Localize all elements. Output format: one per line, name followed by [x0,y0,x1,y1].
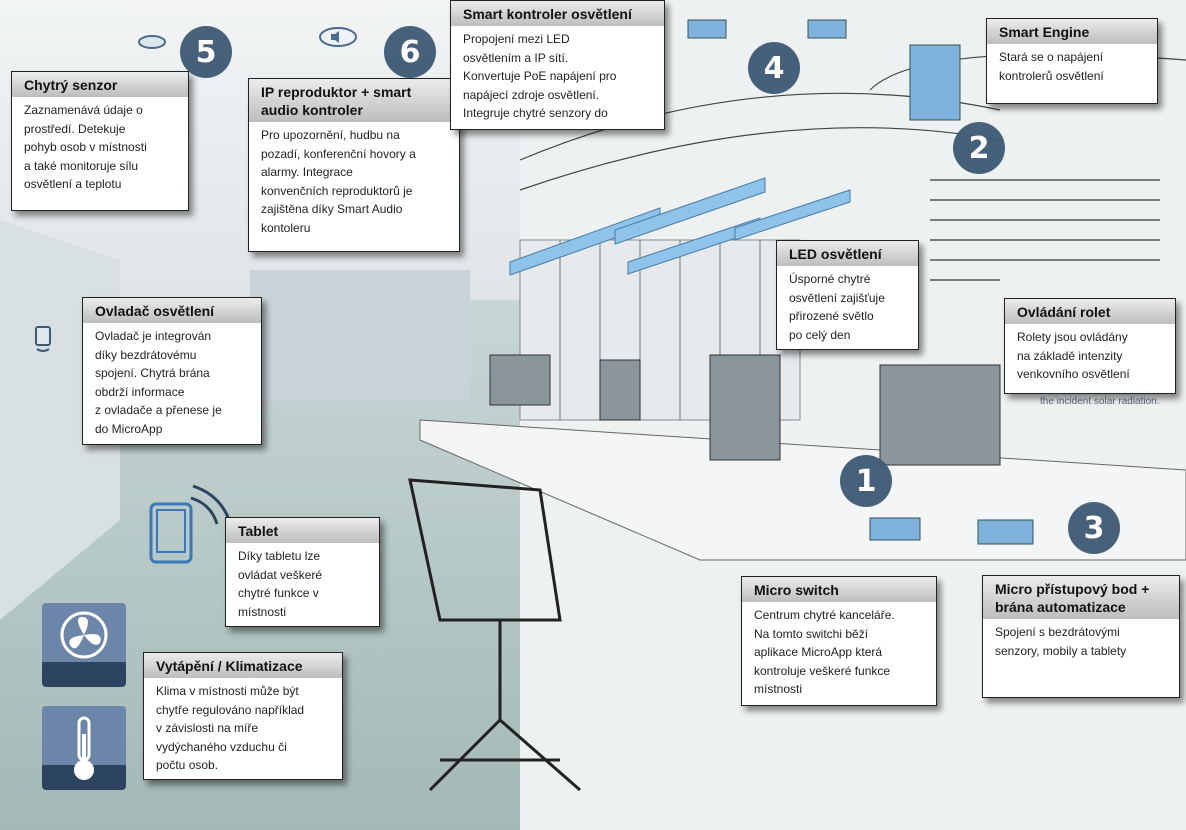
callout-title: Smart Engine [987,19,1157,44]
callout-text: Klima v místnosti může být chytře regulo… [156,684,305,772]
callout-ovladani-rolet: Ovládání rolet Rolety jsou ovládány na z… [1004,298,1176,394]
callout-led-osvetleni: LED osvětlení Úsporné chytré osvětlení z… [776,240,919,350]
callout-text: Rolety jsou ovládány na základě intenzit… [1017,330,1130,381]
callout-smart-engine: Smart Engine Stará se o napájení kontrol… [986,18,1158,104]
callout-text: Úsporné chytré osvětlení zajišťuje přiro… [789,272,885,342]
step-3-badge: 3 [1068,502,1120,554]
callout-text: Zaznamenává údaje o prostředí. Detekuje … [24,103,147,191]
speaker-icon [319,27,357,47]
ceiling-sensor-icon [138,35,166,49]
step-5-badge: 5 [180,26,232,78]
callout-text: Propojení mezi LED osvětlením a IP sítí.… [463,32,617,120]
step-1-badge: 1 [840,455,892,507]
callout-text: Díky tabletu lze ovládat veškeré chytré … [238,549,323,619]
callout-text: Spojení s bezdrátovými senzory, mobily a… [995,625,1127,658]
callout-title: Tablet [226,518,379,543]
callout-title: Micro switch [742,577,936,602]
callout-ip-reproduktor: IP reproduktor + smart audio kontroler P… [248,78,460,252]
callout-title: LED osvětlení [777,241,918,266]
callout-title: Chytrý senzor [12,72,188,97]
callout-smart-kontroler: Smart kontroler osvětlení Propojení mezi… [450,0,665,130]
callout-text: Centrum chytré kanceláře. Na tomto switc… [754,608,895,696]
callout-ovladac-osvetleni: Ovladač osvětlení Ovladač je integrován … [82,297,262,445]
background-caption: the incident solar radiation. [1040,396,1160,407]
callout-title: Ovládání rolet [1005,299,1175,324]
callout-text: Stará se o napájení kontrolerů osvětlení [999,50,1104,83]
callout-micro-pristupovy-bod: Micro přístupový bod + brána automatizac… [982,575,1180,698]
callout-text: Ovladač je integrován díky bezdrátovému … [95,329,222,436]
callout-tablet: Tablet Díky tabletu lze ovládat veškeré … [225,517,380,627]
step-4-badge: 4 [748,42,800,94]
callout-text: Pro upozornění, hudbu na pozadí, konfere… [261,128,416,235]
step-2-badge: 2 [953,122,1005,174]
callout-vytapeni-klimatizace: Vytápění / Klimatizace Klima v místnosti… [143,652,343,780]
callout-title: Vytápění / Klimatizace [144,653,342,678]
callout-title: Micro přístupový bod + brána automatizac… [983,576,1179,619]
callout-title: Ovladač osvětlení [83,298,261,323]
callout-chytry-senzor: Chytrý senzor Zaznamenává údaje o prostř… [11,71,189,211]
callout-title: IP reproduktor + smart audio kontroler [249,79,459,122]
step-6-badge: 6 [384,26,436,78]
callout-title: Smart kontroler osvětlení [451,1,664,26]
thermometer-icon [42,706,126,790]
fan-icon [42,603,126,687]
callout-micro-switch: Micro switch Centrum chytré kanceláře. N… [741,576,937,706]
wall-switch-icon [35,326,51,352]
